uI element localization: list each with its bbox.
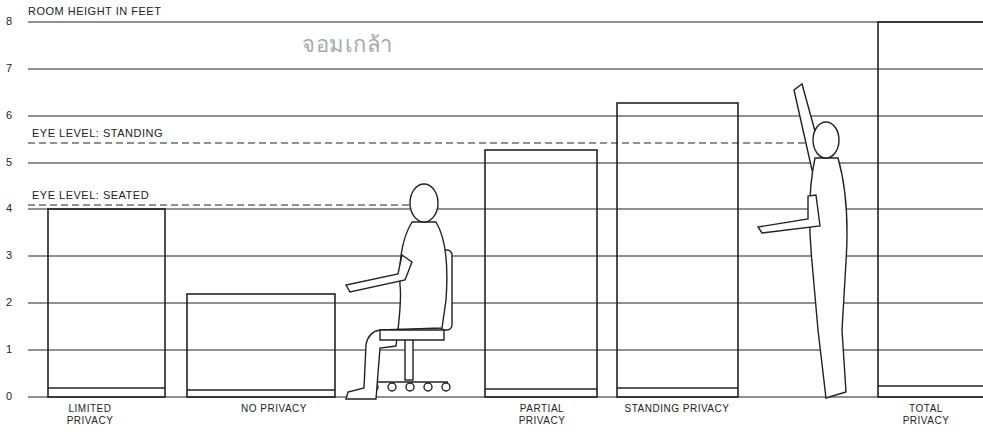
axis-number: 1 bbox=[4, 343, 15, 356]
privacy-label: LIMITED PRIVACY bbox=[46, 403, 134, 427]
watermark: จอมเกล้า bbox=[300, 32, 395, 58]
privacy-label: PARTIAL PRIVACY bbox=[498, 403, 586, 427]
seated-figure bbox=[346, 184, 452, 399]
partitions bbox=[48, 22, 983, 397]
eye-level-label: EYE LEVEL: SEATED bbox=[30, 189, 151, 202]
axis-number: 8 bbox=[4, 15, 15, 28]
axis-number: 0 bbox=[4, 390, 15, 403]
axis-number: 2 bbox=[4, 296, 15, 309]
axis-number: 3 bbox=[4, 249, 15, 262]
axis-number: 6 bbox=[4, 109, 15, 122]
axis-number: 5 bbox=[4, 156, 15, 169]
standing-figure bbox=[758, 84, 847, 398]
axis-number: 4 bbox=[4, 202, 15, 215]
eye-level-label: EYE LEVEL: STANDING bbox=[30, 127, 165, 140]
axis-title: ROOM HEIGHT IN FEET bbox=[26, 5, 163, 18]
grid-lines bbox=[28, 22, 983, 397]
privacy-label: NO PRIVACY bbox=[222, 403, 326, 415]
privacy-label: TOTAL PRIVACY bbox=[884, 403, 968, 427]
axis-number: 7 bbox=[4, 62, 15, 75]
privacy-label: STANDING PRIVACY bbox=[610, 403, 744, 415]
